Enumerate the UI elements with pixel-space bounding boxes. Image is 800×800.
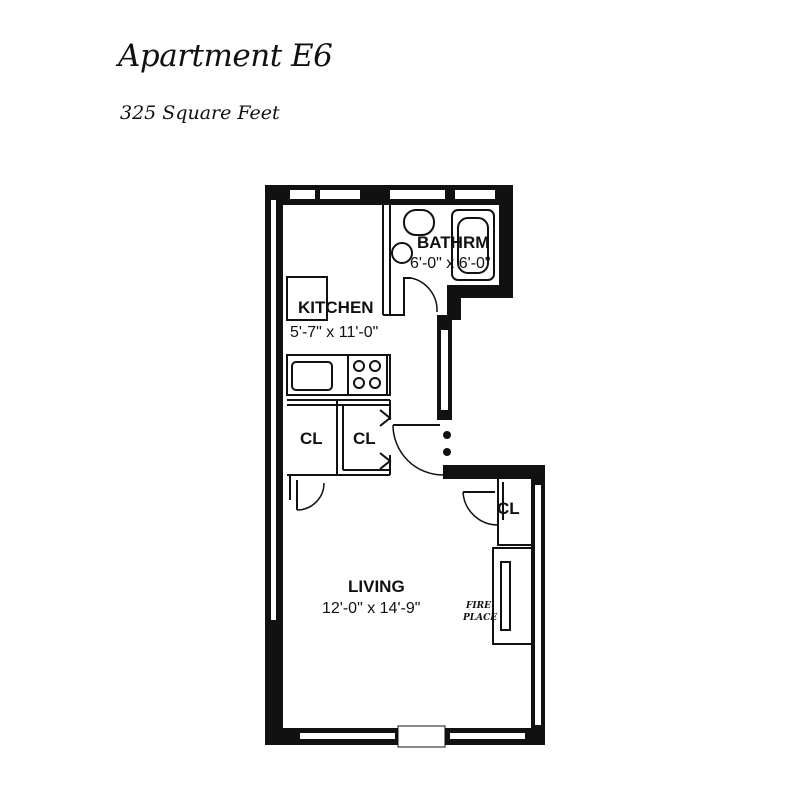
bathroom-dimensions: 6'-0" x 6'-0" xyxy=(410,255,491,272)
wall-texture xyxy=(271,190,541,739)
page-title: Apartment E6 xyxy=(118,38,333,74)
interior-walls xyxy=(286,205,534,645)
fireplace-label-line2: PLACE xyxy=(462,613,497,623)
closet-label: CL xyxy=(497,499,520,518)
kitchen-label: KITCHEN xyxy=(298,298,374,317)
square-footage: 325 Square Feet xyxy=(120,102,280,124)
closet-label: CL xyxy=(353,429,376,448)
exterior-walls xyxy=(265,185,545,745)
window xyxy=(397,725,446,748)
bathroom-label: BATHRM xyxy=(417,233,489,252)
fireplace-label-line1: FIRE xyxy=(465,601,491,611)
kitchen-dimensions: 5'-7" x 11'-0" xyxy=(290,324,378,341)
living-label: LIVING xyxy=(348,577,405,596)
closet-label: CL xyxy=(300,429,323,448)
door-swings xyxy=(296,277,499,526)
living-dimensions: 12'-0" x 14'-9" xyxy=(322,600,420,617)
